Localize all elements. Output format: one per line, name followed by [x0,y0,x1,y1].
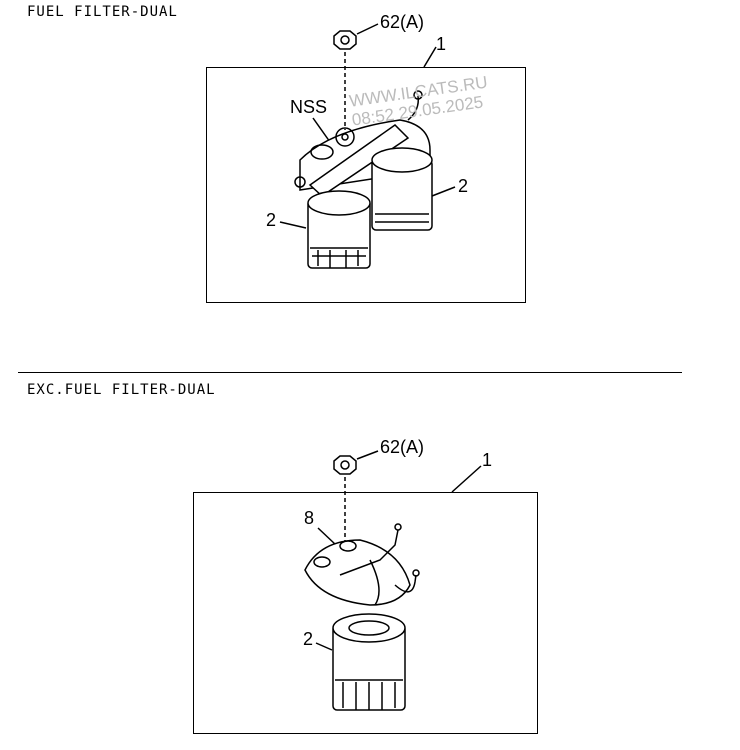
callout-assembly-2: 1 [482,450,493,470]
nut-icon [333,30,357,50]
callout-filter-right: 2 [458,176,469,196]
dual-filter-icon [294,90,433,269]
callout-nut-2: 62(A) [380,437,425,457]
callout-assembly: 1 [436,34,447,54]
section-divider [18,372,682,373]
callout-head: 8 [304,508,315,528]
callout-nut: 62(A) [380,12,425,32]
callout-nss: NSS [290,97,328,117]
assembly-box-dual [206,67,526,303]
callout-filter-left: 2 [266,210,277,230]
filter-head-icon [304,523,420,606]
callout-filter: 2 [303,629,314,649]
nut-icon-2 [333,455,357,475]
section-title-dual: FUEL FILTER-DUAL [27,4,178,20]
spin-on-filter-icon [332,613,406,711]
section-title-single: EXC.FUEL FILTER-DUAL [27,382,216,398]
assembly-box-single [193,492,538,734]
